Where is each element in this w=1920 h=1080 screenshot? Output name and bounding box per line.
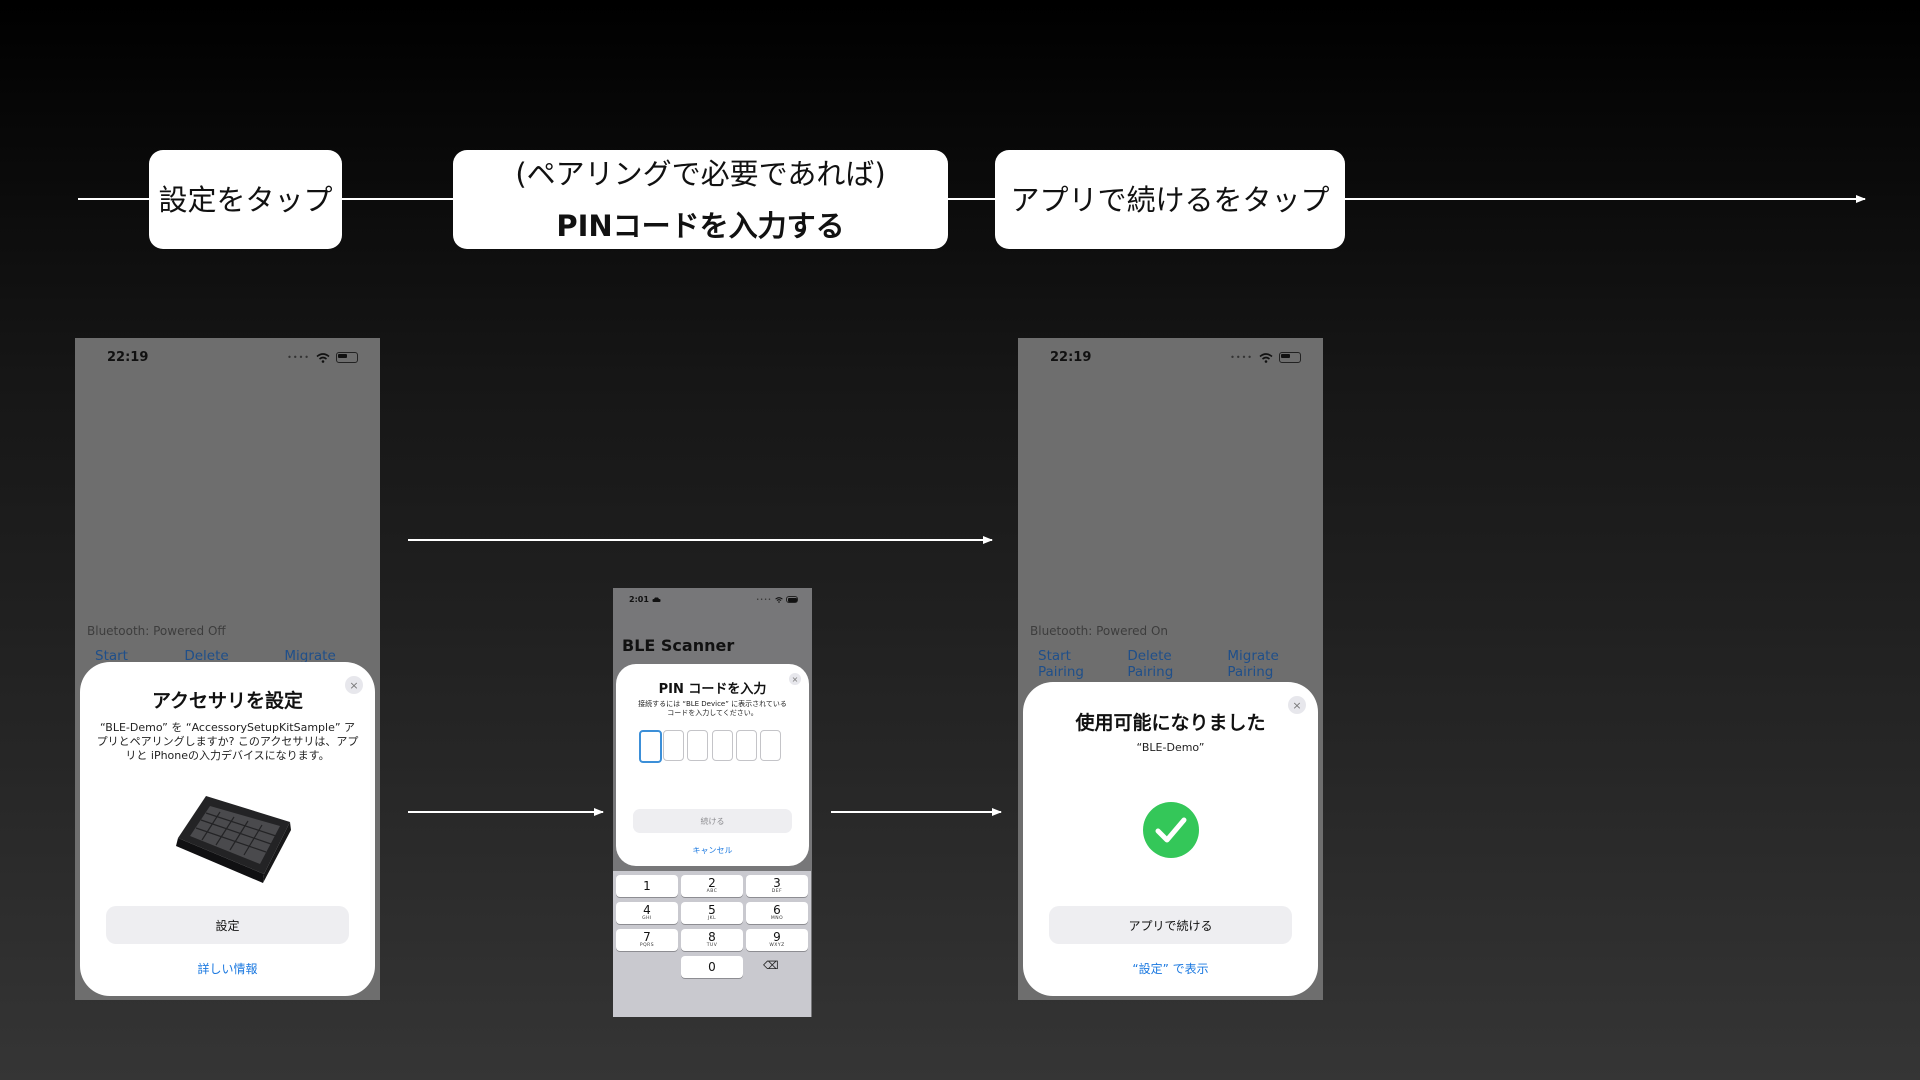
wifi-icon	[775, 596, 783, 603]
sheet-title: 使用可能になりました	[1075, 712, 1266, 734]
key-letters: MNO	[770, 916, 784, 921]
key-letters: ABC	[706, 889, 718, 894]
key-letters: TUV	[706, 943, 718, 948]
key-3[interactable]: 3 DEF	[746, 875, 808, 897]
key-number: 5	[708, 903, 716, 917]
step-label-line2: PINコードを入力する	[556, 208, 845, 243]
status-time-text: 2:01	[629, 595, 649, 604]
key-5[interactable]: 5 JKL	[681, 902, 743, 924]
cancel-link[interactable]: キャンセル	[692, 846, 733, 855]
bluetooth-status: Bluetooth: Powered On	[1030, 624, 1168, 638]
key-1[interactable]: 1	[616, 875, 678, 897]
wifi-icon	[1259, 352, 1273, 363]
key-0[interactable]: 0	[681, 956, 743, 978]
key-number: 3	[773, 876, 781, 890]
view-in-settings-link[interactable]: “設定” で表示	[1132, 962, 1209, 976]
pin-digit-6[interactable]	[760, 730, 781, 761]
step-box-enter-pin: (ペアリングで必要であれば) PINコードを入力する	[453, 150, 948, 249]
setup-button[interactable]: 設定	[106, 906, 349, 944]
battery-icon	[786, 596, 798, 603]
key-number: 2	[708, 876, 716, 890]
numeric-keypad: 1 2 ABC 3 DEF 4 GHI 5 JKL 6 MNO 7 PQRS 8	[613, 871, 811, 1017]
sheet-description: “BLE-Demo” を “AccessorySetupKitSample” ア…	[96, 721, 359, 762]
continue-in-app-button[interactable]: アプリで続ける	[1049, 906, 1292, 944]
status-time: 22:19	[1050, 350, 1092, 365]
step-label: 設定をタップ	[158, 182, 333, 217]
sheet-title: PIN コードを入力	[658, 682, 767, 697]
status-icons: ••••	[287, 352, 358, 363]
phone-screen-setup: 22:19 •••• Bluetooth: Powered Off Start …	[75, 338, 380, 1000]
step-box-continue-app: アプリで続けるをタップ	[995, 150, 1345, 249]
signal-icon: ••••	[1230, 353, 1253, 362]
pin-digit-4[interactable]	[712, 730, 733, 761]
signal-icon: ••••	[756, 596, 772, 603]
start-pairing-link[interactable]: Start Pairing	[1038, 648, 1084, 680]
migrate-pairing-link[interactable]: Migrate Pairing	[1227, 648, 1279, 680]
bluetooth-status: Bluetooth: Powered Off	[87, 624, 226, 638]
battery-icon	[1279, 352, 1301, 363]
signal-icon: ••••	[287, 353, 310, 362]
sheet-description: 接続するには “BLE Device” に表示されているコードを入力してください…	[638, 700, 787, 717]
key-letters: DEF	[771, 889, 783, 894]
continue-button[interactable]: 続ける	[633, 809, 792, 833]
status-time: 22:19	[107, 350, 149, 365]
key-letters: JKL	[707, 916, 717, 921]
step-label-line1: (ペアリングで必要であれば)	[515, 156, 886, 191]
key-9[interactable]: 9 WXYZ	[746, 929, 808, 951]
battery-icon	[336, 352, 358, 363]
key-number: 1	[643, 879, 651, 893]
pin-digit-1[interactable]	[639, 730, 662, 763]
checkmark-icon	[1143, 802, 1199, 858]
sheet-title: アクセサリを設定	[151, 690, 304, 712]
status-icons: ••••	[756, 596, 798, 603]
car-icon	[652, 597, 661, 602]
close-icon[interactable]: ×	[1288, 696, 1306, 714]
ready-sheet: × 使用可能になりました “BLE-Demo” アプリで続ける “設定” で表示	[1023, 682, 1318, 996]
key-7[interactable]: 7 PQRS	[616, 929, 678, 951]
status-icons: ••••	[1230, 352, 1301, 363]
key-number: 7	[643, 930, 651, 944]
app-title: BLE Scanner	[622, 636, 735, 655]
more-info-link[interactable]: 詳しい情報	[197, 962, 258, 976]
pin-entry-sheet: × PIN コードを入力 接続するには “BLE Device” に表示されてい…	[616, 664, 809, 866]
step-box-tap-settings: 設定をタップ	[149, 150, 342, 249]
pin-digit-2[interactable]	[663, 730, 684, 761]
delete-pairing-link[interactable]: Delete Pairing	[1127, 648, 1174, 680]
key-number: 4	[643, 903, 651, 917]
key-number: 8	[708, 930, 716, 944]
key-number: 0	[708, 960, 716, 974]
close-icon[interactable]: ×	[345, 676, 363, 694]
key-letters: PQRS	[639, 943, 655, 948]
key-letters: WXYZ	[769, 943, 785, 948]
phone-screen-ready: 22:19 •••• Bluetooth: Powered On Start P…	[1018, 338, 1323, 1000]
key-2[interactable]: 2 ABC	[681, 875, 743, 897]
delete-key-icon[interactable]: ⌫	[763, 959, 779, 972]
pin-digit-5[interactable]	[736, 730, 757, 761]
setup-accessory-sheet: × アクセサリを設定 “BLE-Demo” を “AccessorySetupK…	[80, 662, 375, 996]
keyboard-icon	[176, 796, 291, 883]
close-icon[interactable]: ×	[789, 673, 801, 685]
wifi-icon	[316, 352, 330, 363]
key-8[interactable]: 8 TUV	[681, 929, 743, 951]
step-label: アプリで続けるをタップ	[1010, 182, 1330, 217]
sheet-subtitle: “BLE-Demo”	[1136, 741, 1205, 754]
key-number: 6	[773, 903, 781, 917]
status-time: 2:01	[629, 595, 661, 604]
phone-screen-pin: 2:01 •••• BLE Scanner × PIN コードを入力 接続するに…	[613, 588, 812, 1017]
key-number: 9	[773, 930, 781, 944]
key-letters: GHI	[642, 916, 652, 921]
pairing-links: Start Pairing Delete Pairing Migrate Pai…	[1038, 648, 1323, 680]
key-4[interactable]: 4 GHI	[616, 902, 678, 924]
key-6[interactable]: 6 MNO	[746, 902, 808, 924]
pin-digit-3[interactable]	[687, 730, 708, 761]
